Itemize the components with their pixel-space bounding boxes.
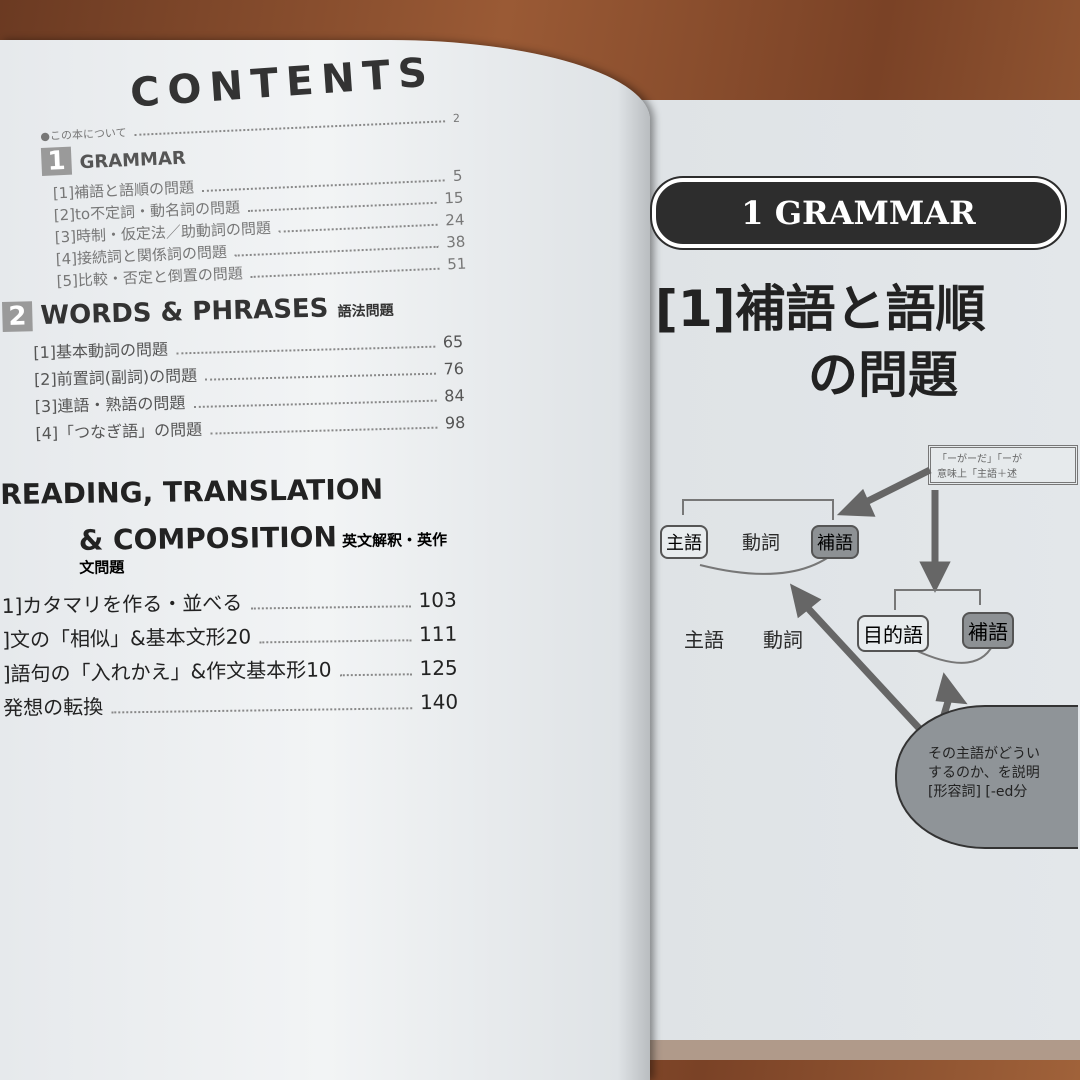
label-verb-2: 動詞 [763, 628, 803, 652]
label-complement-2: 補語 [962, 612, 1014, 649]
explanation-ellipse [895, 705, 1078, 849]
arrow-head [836, 488, 876, 517]
note-box: 「ーがーだ」「ーが 意味上「主語＋述 [928, 445, 1078, 485]
label-verb: 動詞 [742, 532, 781, 554]
chapter-badge: 1 GRAMMAR [652, 178, 1065, 248]
arrow-head [919, 561, 951, 593]
arrow-head [935, 672, 968, 705]
bracket [894, 589, 981, 610]
label-complement: 補語 [811, 525, 859, 559]
arrow-head [789, 583, 822, 619]
arrow [802, 602, 933, 743]
lesson-heading-line1: [1]補語と語順 [655, 280, 986, 338]
arrow [858, 466, 932, 509]
label-object: 目的語 [857, 615, 929, 652]
ellipse-text: その主語がどうい するのか、を説明 [形容詞] [-ed分 [928, 746, 1040, 800]
label-subject: 主語 [660, 525, 708, 559]
label-subject-2: 主語 [684, 628, 724, 652]
bracket [682, 499, 834, 520]
page-edge [640, 1040, 1080, 1060]
lesson-heading-line2: の問題 [808, 346, 958, 404]
left-page [0, 40, 650, 1080]
